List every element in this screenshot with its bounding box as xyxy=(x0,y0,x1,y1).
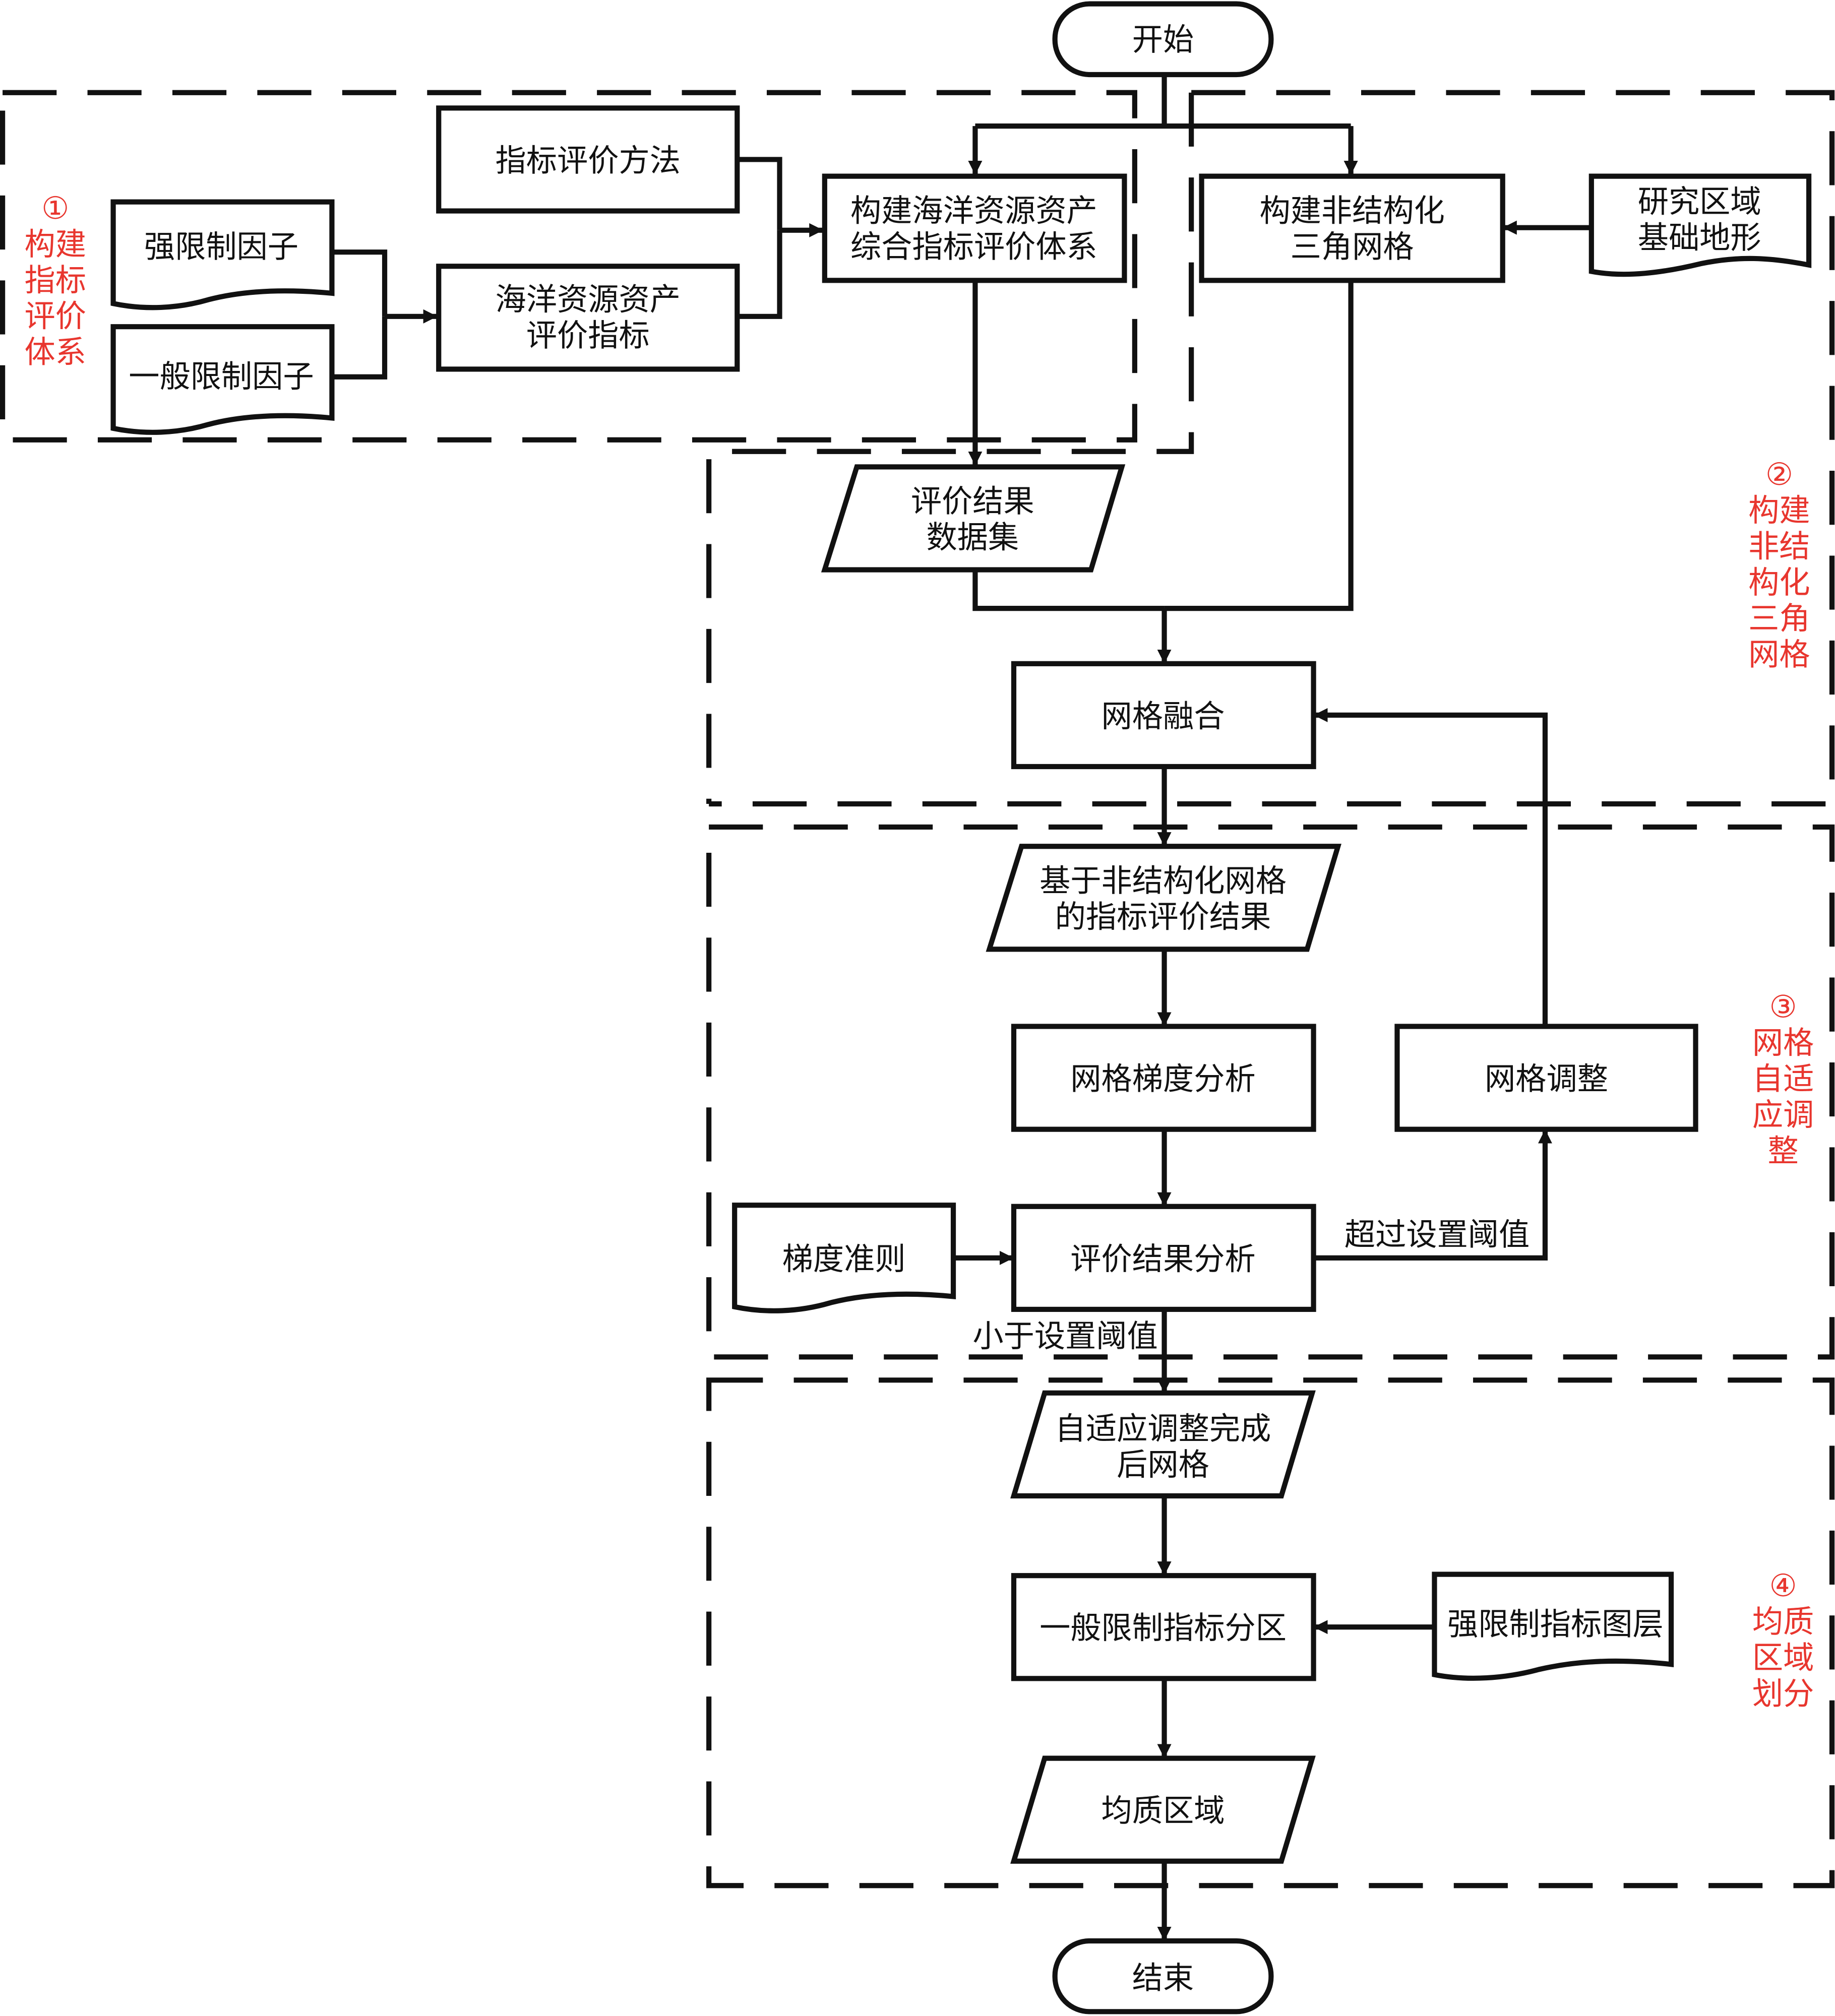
svg-text:网格融合: 网格融合 xyxy=(1102,699,1225,734)
svg-text:后网格: 后网格 xyxy=(1117,1447,1209,1483)
svg-text:梯度准则: 梯度准则 xyxy=(782,1241,906,1277)
svg-text:评价结果分析: 评价结果分析 xyxy=(1070,1241,1255,1277)
node-gradient-criterion: 梯度准则 xyxy=(732,1203,956,1313)
stage-label-3: ③ 网格 自适 应调 整 xyxy=(1752,989,1814,1169)
svg-text:海洋资源资产: 海洋资源资产 xyxy=(496,282,681,318)
svg-text:综合指标评价体系: 综合指标评价体系 xyxy=(850,229,1097,265)
node-marine-indicators: 海洋资源资产 评价指标 xyxy=(436,264,740,372)
svg-text:构建: 构建 xyxy=(1748,493,1810,529)
edge-label-exceed: 超过设置阈值 xyxy=(1344,1217,1530,1252)
svg-text:研究区域: 研究区域 xyxy=(1638,184,1761,220)
node-gradient-analysis: 网格梯度分析 xyxy=(1011,1024,1316,1132)
svg-text:三角: 三角 xyxy=(1748,601,1810,637)
svg-text:构建非结构化: 构建非结构化 xyxy=(1259,193,1444,229)
svg-text:网格梯度分析: 网格梯度分析 xyxy=(1070,1061,1255,1097)
node-strong-layer: 强限制指标图层 xyxy=(1432,1571,1674,1681)
region-stage-3 xyxy=(706,824,1835,1360)
svg-text:的指标评价结果: 的指标评价结果 xyxy=(1055,899,1271,935)
svg-text:构建海洋资源资产: 构建海洋资源资产 xyxy=(850,193,1097,229)
svg-text:网格: 网格 xyxy=(1748,637,1810,672)
node-build-mesh: 构建非结构化 三角网格 xyxy=(1199,173,1505,283)
svg-text:指标评价方法: 指标评价方法 xyxy=(496,143,681,178)
svg-text:非结: 非结 xyxy=(1748,529,1810,564)
svg-text:数据集: 数据集 xyxy=(926,520,1019,555)
stage-label-1: ① 构建 指标 评价 体系 xyxy=(24,191,86,370)
region-stage-1 xyxy=(0,90,1137,443)
svg-text:区域: 区域 xyxy=(1752,1640,1814,1676)
svg-text:①: ① xyxy=(41,191,69,226)
node-result-analysis: 评价结果分析 xyxy=(1011,1204,1316,1312)
svg-text:均质: 均质 xyxy=(1752,1604,1814,1640)
node-general-zoning: 一般限制指标分区 xyxy=(1011,1573,1316,1681)
svg-text:自适应调整完成: 自适应调整完成 xyxy=(1055,1411,1271,1447)
node-strong-factor: 强限制因子 xyxy=(110,199,335,310)
svg-text:②: ② xyxy=(1765,457,1793,492)
svg-text:评价结果: 评价结果 xyxy=(911,484,1034,520)
node-build-system: 构建海洋资源资产 综合指标评价体系 xyxy=(822,173,1127,283)
stage-label-2: ② 构建 非结 构化 三角 网格 xyxy=(1748,457,1810,672)
svg-text:构化: 构化 xyxy=(1748,564,1810,600)
svg-text:一般限制因子: 一般限制因子 xyxy=(129,359,314,395)
node-end: 结束 xyxy=(1052,1938,1274,2014)
edge-method-to-system xyxy=(737,157,782,230)
edge-dataset-to-fusion xyxy=(972,570,1165,611)
node-result-dataset: 评价结果 数据集 xyxy=(821,464,1126,573)
node-mesh-fusion: 网格融合 xyxy=(1011,661,1316,770)
svg-text:均质区域: 均质区域 xyxy=(1102,1793,1225,1829)
svg-text:应调: 应调 xyxy=(1752,1097,1814,1133)
svg-text:一般限制指标分区: 一般限制指标分区 xyxy=(1039,1610,1287,1646)
svg-text:基于非结构化网格: 基于非结构化网格 xyxy=(1039,863,1287,899)
node-indicator-method: 指标评价方法 xyxy=(436,105,740,214)
svg-text:强限制指标图层: 强限制指标图层 xyxy=(1447,1607,1664,1643)
region-stage-2-boundary-left xyxy=(706,92,1194,804)
node-unstructured-result: 基于非结构化网格 的指标评价结果 xyxy=(986,844,1341,952)
svg-text:自适: 自适 xyxy=(1752,1061,1814,1097)
svg-text:结束: 结束 xyxy=(1132,1960,1194,1996)
node-homogeneous-area: 均质区域 xyxy=(1010,1755,1316,1864)
edge-analysis-to-adjust xyxy=(1313,1129,1552,1261)
node-adaptive-mesh: 自适应调整完成 后网格 xyxy=(1010,1390,1316,1499)
edge-strong-factor xyxy=(332,249,388,317)
svg-text:评价指标: 评价指标 xyxy=(526,318,650,353)
region-stage-4 xyxy=(706,1377,1835,1888)
svg-text:基础地形: 基础地形 xyxy=(1638,220,1761,256)
edge-mesh-to-fusion xyxy=(1164,280,1354,611)
edge-indicators-to-system xyxy=(737,230,782,319)
svg-text:构建: 构建 xyxy=(24,226,86,262)
svg-text:三角网格: 三角网格 xyxy=(1291,229,1414,265)
node-terrain: 研究区域 基础地形 xyxy=(1588,173,1812,277)
svg-text:划分: 划分 xyxy=(1752,1676,1814,1712)
svg-text:③: ③ xyxy=(1769,989,1797,1025)
node-start: 开始 xyxy=(1052,1,1274,78)
svg-text:强限制因子: 强限制因子 xyxy=(144,229,298,265)
region-stage-2-boundary-main xyxy=(709,90,1835,807)
edge-adjust-to-fusion xyxy=(1313,708,1548,1027)
node-mesh-adjust: 网格调整 xyxy=(1394,1024,1698,1132)
edges xyxy=(332,75,1592,1941)
svg-text:评价: 评价 xyxy=(24,298,86,334)
edge-label-below: 小于设置阈值 xyxy=(972,1318,1157,1354)
svg-text:开始: 开始 xyxy=(1132,22,1194,58)
stage-label-4: ④ 均质 区域 划分 xyxy=(1752,1568,1814,1712)
edge-general-factor xyxy=(332,316,388,380)
svg-text:网格: 网格 xyxy=(1752,1025,1814,1061)
svg-text:指标: 指标 xyxy=(24,263,86,298)
svg-text:④: ④ xyxy=(1769,1568,1797,1604)
node-general-factor: 一般限制因子 xyxy=(110,324,335,435)
svg-text:整: 整 xyxy=(1767,1133,1798,1169)
svg-text:体系: 体系 xyxy=(24,335,86,370)
svg-text:网格调整: 网格调整 xyxy=(1485,1061,1608,1097)
